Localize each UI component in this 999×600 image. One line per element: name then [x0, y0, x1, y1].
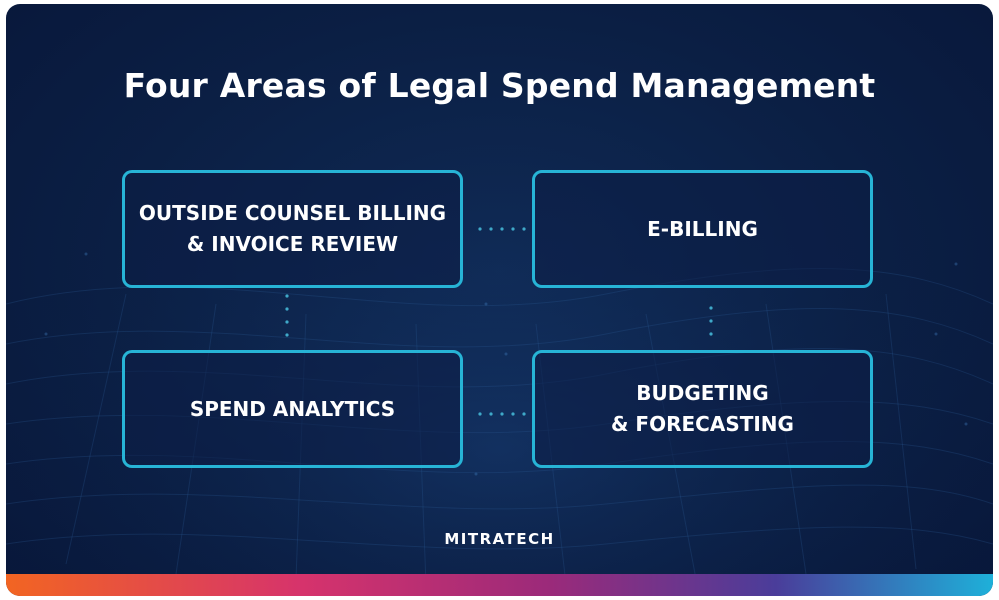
connector-dot: [489, 412, 493, 416]
mitratech-logo: MITRATECH: [444, 530, 555, 548]
box-outside-counsel-billing: OUTSIDE COUNSEL BILLING & INVOICE REVIEW: [122, 170, 463, 288]
connector-dot: [522, 227, 526, 231]
infographic-card: Four Areas of Legal Spend Management: [6, 4, 993, 596]
connector-dot: [709, 306, 713, 310]
connector-dot: [511, 227, 515, 231]
connector-dot: [285, 307, 289, 311]
box-label: BUDGETING & FORECASTING: [611, 381, 794, 436]
connector-dot: [285, 294, 289, 298]
box-spend-analytics: SPEND ANALYTICS: [122, 350, 463, 468]
connector-dot: [500, 412, 504, 416]
connector-dot: [511, 412, 515, 416]
connector-dot: [709, 332, 713, 336]
connector-dot: [285, 320, 289, 324]
box-budgeting-forecasting: BUDGETING & FORECASTING: [532, 350, 873, 468]
connector-dot: [478, 227, 482, 231]
gradient-footer-bar: [6, 574, 993, 596]
connector-dot: [489, 227, 493, 231]
connector-dot: [478, 412, 482, 416]
connector-dot: [285, 333, 289, 337]
page-title: Four Areas of Legal Spend Management: [123, 66, 876, 105]
connector-dot: [522, 412, 526, 416]
box-label: E-BILLING: [647, 216, 758, 241]
box-connectors: [285, 227, 713, 416]
box-label: OUTSIDE COUNSEL BILLING & INVOICE REVIEW: [138, 201, 447, 256]
connector-dot: [500, 227, 504, 231]
box-e-billing: E-BILLING: [532, 170, 873, 288]
box-label: SPEND ANALYTICS: [189, 396, 396, 421]
connector-dot: [709, 319, 713, 323]
